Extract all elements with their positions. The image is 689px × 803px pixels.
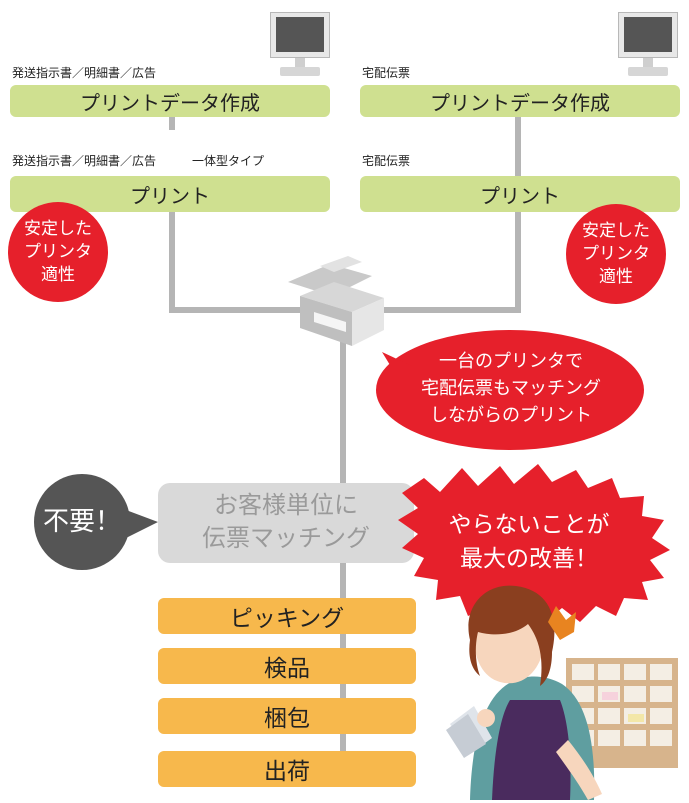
right-stability-badge-text: 安定した プリンタ 適性 — [582, 220, 650, 287]
woman-illustration — [446, 585, 678, 800]
right-bottom-label: 宅配伝票 — [362, 154, 411, 168]
printer-callout-bubble — [376, 330, 644, 450]
unneeded-badge-text: 不要！ — [42, 507, 121, 537]
step-shipping: 出荷 — [158, 751, 416, 787]
left-bottom-label: 発送指示書／明細書／広告 — [12, 154, 157, 168]
matching-step-text: お客様単位に 伝票マッチング — [202, 491, 370, 552]
step-inspection: 検品 — [158, 648, 416, 684]
connector-lines — [169, 112, 521, 785]
burst-shape — [398, 464, 670, 626]
burst-callout-text: やらないことが 最大の改善！ — [448, 512, 610, 572]
left-stability-badge-text: 安定した プリンタ 適性 — [24, 218, 92, 285]
unneeded-bubble — [34, 474, 158, 570]
step-packing: 梱包 — [158, 698, 416, 734]
step-picking: ピッキング — [158, 598, 416, 634]
right-print-data-bar: プリントデータ作成 — [360, 85, 680, 117]
right-connector — [372, 112, 521, 313]
right-monitor-icon — [618, 12, 678, 78]
left-top-label: 発送指示書／明細書／広告 — [12, 66, 157, 80]
printer-icon — [288, 256, 384, 346]
left-stability-badge: 安定した プリンタ 適性 — [8, 202, 108, 302]
matching-step-box — [158, 483, 414, 563]
left-monitor-icon — [270, 12, 330, 78]
right-stability-badge: 安定した プリンタ 適性 — [566, 204, 666, 304]
left-print-data-bar: プリントデータ作成 — [10, 85, 330, 117]
left-bottom-type-label: 一体型タイプ — [192, 154, 265, 168]
right-top-label: 宅配伝票 — [362, 66, 411, 80]
printer-callout-text: 一台のプリンタで 宅配伝票もマッチング しながらのプリント — [421, 351, 601, 426]
